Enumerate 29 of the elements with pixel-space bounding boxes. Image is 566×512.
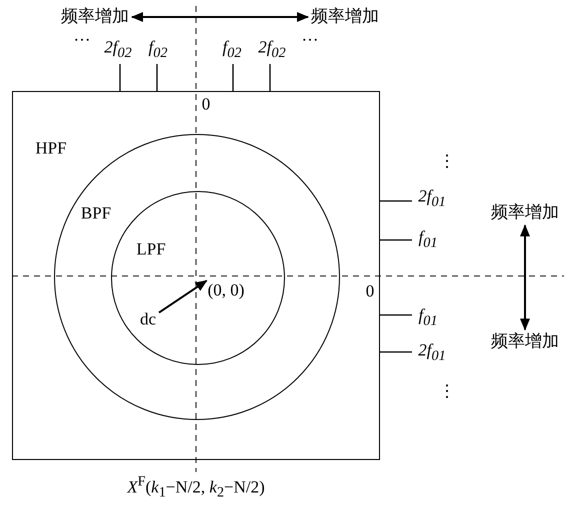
axis-label: 0 bbox=[366, 282, 374, 302]
tick-label: 2f$_{01}$ bbox=[418, 342, 446, 364]
arrow bbox=[158, 280, 208, 314]
region-label: LPF bbox=[136, 240, 166, 260]
ellipsis: … bbox=[74, 26, 90, 46]
direction-note: 频率增加 bbox=[311, 8, 379, 26]
ellipsis: ⋮ bbox=[438, 382, 456, 402]
arrow bbox=[520, 224, 530, 331]
axis-label: 0 bbox=[202, 96, 210, 114]
arrow bbox=[131, 12, 309, 22]
region-label: HPF bbox=[35, 140, 67, 158]
tick-label: 2f$_{02}$ bbox=[258, 38, 286, 62]
ellipsis: … bbox=[302, 26, 318, 46]
direction-note: 频率增加 bbox=[491, 332, 559, 352]
spectrum-frame bbox=[12, 91, 380, 460]
tick-label: f$_{02}$ bbox=[148, 38, 168, 62]
direction-note: 频率增加 bbox=[61, 8, 129, 26]
tick-label: 2f$_{01}$ bbox=[418, 188, 446, 210]
region-label: BPF bbox=[80, 204, 112, 224]
tick-label: f$_{02}$ bbox=[222, 38, 242, 62]
tick-label: f$_{01}$ bbox=[418, 306, 438, 330]
axis-caption: X$^{F}$(k$_{1}$−N/2, k$_{2}$−N/2) bbox=[127, 474, 265, 502]
tick-label: 2f$_{02}$ bbox=[104, 38, 132, 62]
tick-label: f$_{01}$ bbox=[418, 228, 438, 252]
component-label: dc bbox=[140, 310, 156, 330]
filter-circle bbox=[111, 191, 285, 365]
coordinate-label: (0, 0) bbox=[208, 282, 244, 300]
direction-note: 频率增加 bbox=[491, 204, 559, 222]
ellipsis: ⋮ bbox=[438, 152, 456, 172]
